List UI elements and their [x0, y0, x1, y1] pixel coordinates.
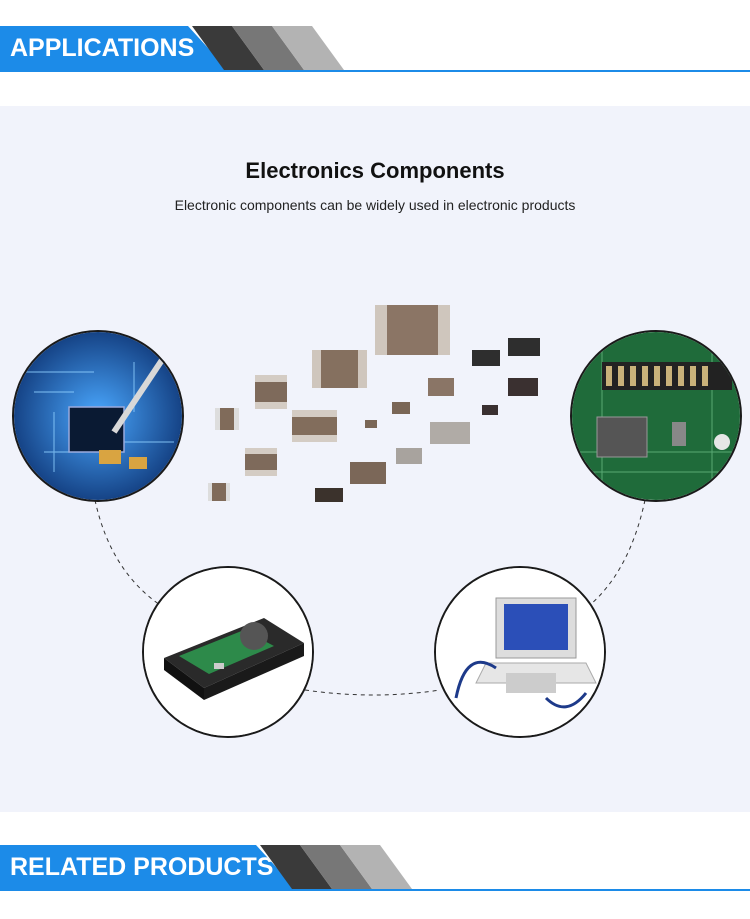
related-products-banner: RELATED PRODUCTS	[0, 845, 750, 895]
section-subtitle: Electronic components can be widely used…	[174, 197, 576, 213]
applications-banner: APPLICATIONS	[0, 26, 750, 76]
smd-components-image	[208, 305, 540, 502]
applications-heading: APPLICATIONS	[0, 26, 228, 70]
laptop-test-equipment-image	[434, 566, 606, 738]
circuit-board-soldering-image	[12, 330, 184, 502]
banner-underline	[0, 889, 750, 891]
banner-underline	[0, 70, 750, 72]
green-pcb-image	[570, 330, 742, 502]
section-title: Electronics Components	[245, 158, 505, 183]
related-products-heading: RELATED PRODUCTS	[0, 845, 296, 889]
hard-disk-drive-image	[142, 566, 314, 738]
